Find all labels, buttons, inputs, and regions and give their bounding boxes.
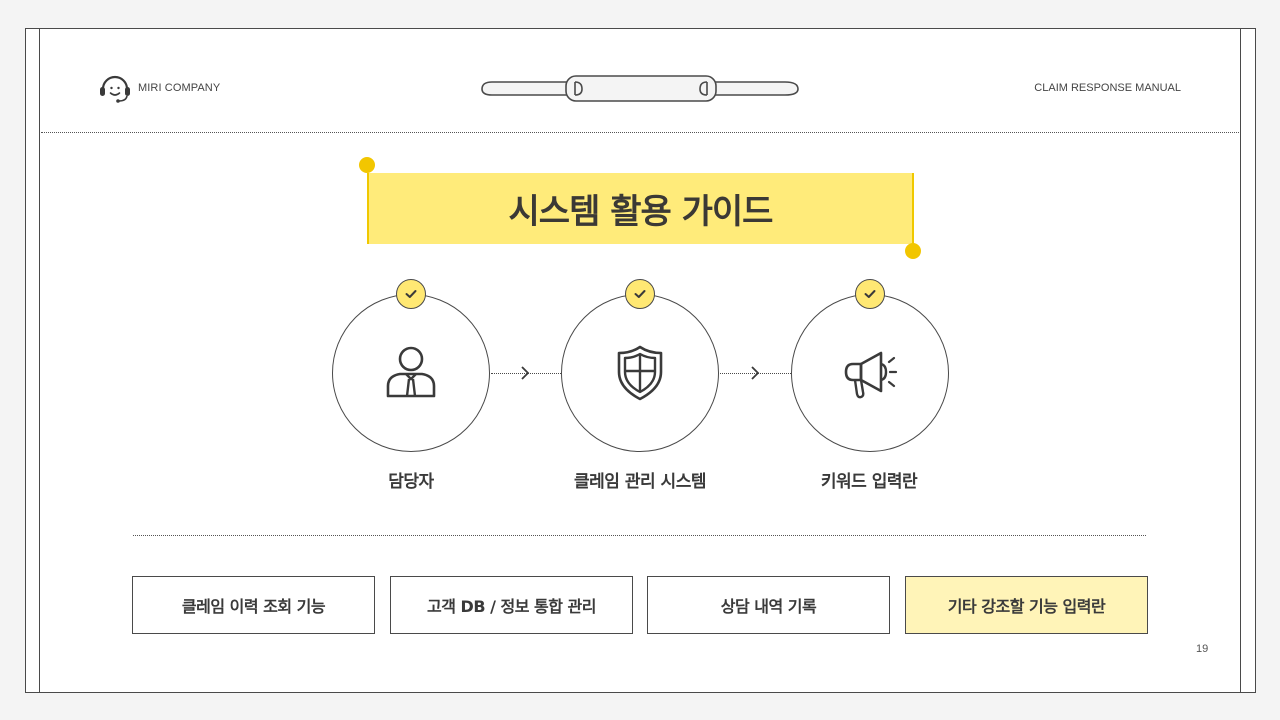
check-badge <box>855 279 885 309</box>
check-badge <box>625 279 655 309</box>
step-circle-claim-system <box>561 294 719 452</box>
step-circle-keyword <box>791 294 949 452</box>
arrow-right-icon <box>751 366 760 380</box>
feature-box-consult-log: 상담 내역 기록 <box>647 576 890 634</box>
company-logo: MIRI COMPANY <box>98 72 220 104</box>
check-badge <box>396 279 426 309</box>
connector-line <box>491 373 561 374</box>
check-icon <box>634 290 646 298</box>
banner-dot-top-left <box>359 157 375 173</box>
step-label: 담당자 <box>388 472 434 492</box>
step-circle-manager <box>332 294 490 452</box>
check-icon <box>864 290 876 298</box>
title-banner: 시스템 활용 가이드 <box>367 173 914 244</box>
connector-line <box>720 373 791 374</box>
megaphone-icon <box>844 351 898 399</box>
page-title: 시스템 활용 가이드 <box>508 192 774 232</box>
company-name: MIRI COMPANY <box>138 82 221 94</box>
headset-smile-icon <box>100 75 130 103</box>
manual-title: CLAIM RESPONSE MANUAL <box>1034 82 1181 94</box>
section-divider <box>133 535 1146 536</box>
check-icon <box>405 290 417 298</box>
banner-dot-bottom-right <box>905 243 921 259</box>
shield-icon <box>617 345 663 401</box>
step-label: 키워드 입력란 <box>820 472 918 492</box>
person-tie-icon <box>386 346 436 398</box>
step-label: 클레임 관리 시스템 <box>574 472 706 492</box>
feature-box-customer-db: 고객 DB / 정보 통합 관리 <box>390 576 633 634</box>
page-number: 19 <box>1196 643 1209 655</box>
arrow-right-icon <box>521 366 530 380</box>
header-divider <box>41 132 1239 133</box>
frame-right-line <box>1240 28 1241 693</box>
frame-left-line <box>39 28 40 693</box>
feature-box-highlight: 기타 강조할 기능 입력란 <box>905 576 1148 634</box>
binder-clip-icon <box>481 75 799 102</box>
feature-box-claim-history: 클레임 이력 조회 기능 <box>132 576 375 634</box>
